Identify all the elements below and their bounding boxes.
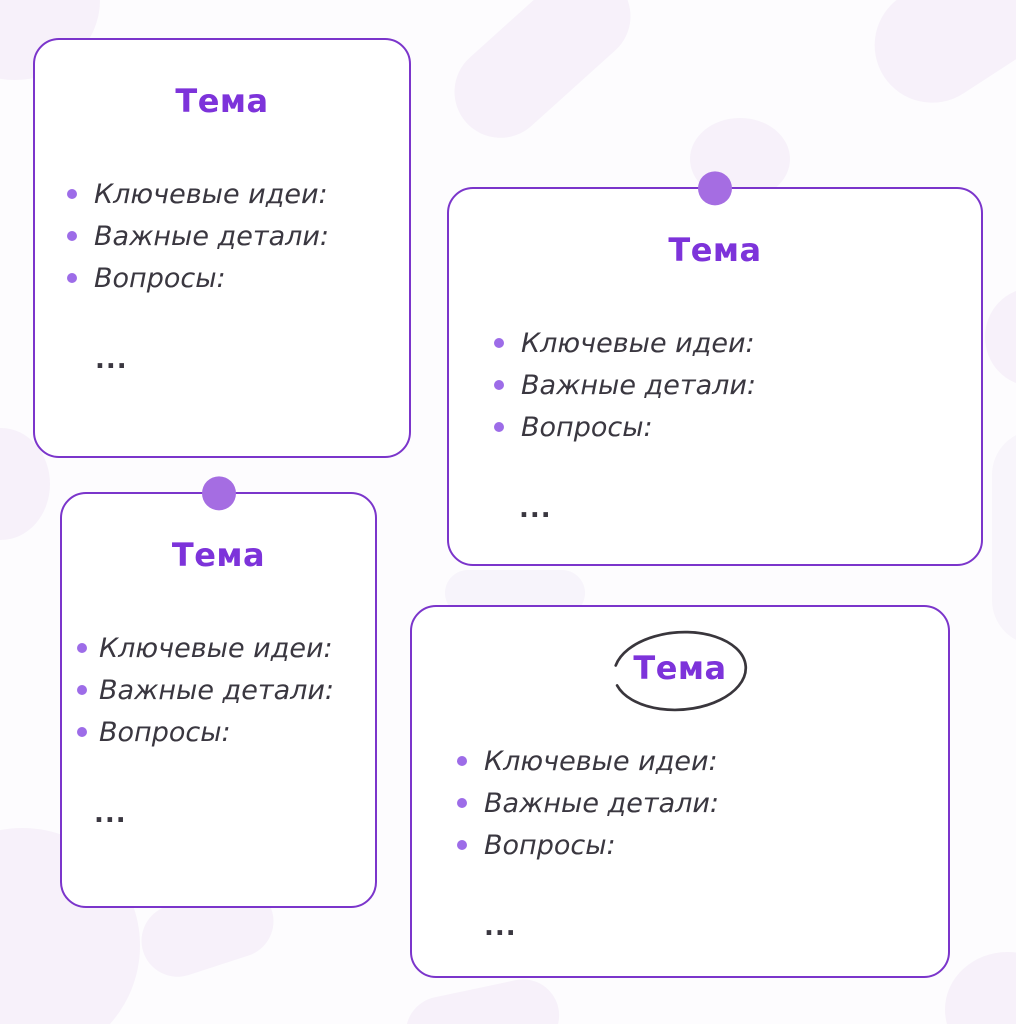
list-item: Ключевые идеи: [457,740,948,782]
background-blob [435,0,650,157]
list-item-label: Важные детали: [94,220,330,252]
list-item: Вопросы: [67,257,409,299]
notes-list: Ключевые идеи: Важные детали: Вопросы: [35,173,409,299]
card-title: Тема [668,231,762,269]
list-item-label: Вопросы: [484,829,616,861]
bullet-icon [457,840,467,850]
list-item-label: Ключевые идеи: [99,632,333,664]
list-item-label: Ключевые идеи: [94,178,328,210]
background-blob [985,288,1016,386]
list-item: Ключевые идеи: [67,173,409,215]
list-item-label: Ключевые идеи: [484,745,718,777]
background-blob [992,430,1016,645]
background-blob [399,972,566,1024]
list-item: Вопросы: [77,711,375,753]
bullet-icon [494,380,504,390]
list-item: Важные детали: [77,669,375,711]
bullet-icon [457,798,467,808]
bullet-icon [67,231,77,241]
bullet-icon [494,422,504,432]
list-item: Вопросы: [457,824,948,866]
pin-dot-icon [201,476,236,511]
list-item-label: Важные детали: [484,787,720,819]
list-item-label: Ключевые идеи: [521,327,755,359]
list-item-label: Вопросы: [94,262,226,294]
list-item: Вопросы: [494,406,981,448]
list-item-label: Вопросы: [521,411,653,443]
ellipsis-text: ... [95,345,128,375]
list-item: Важные детали: [67,215,409,257]
card-title: Тема [175,82,269,120]
notes-list: Ключевые идеи: Важные детали: Вопросы: [412,740,948,866]
list-item: Ключевые идеи: [494,322,981,364]
bullet-icon [457,756,467,766]
topic-card-2: Тема Ключевые идеи: Важные детали: Вопро… [447,171,983,566]
circled-title: Тема [614,630,748,711]
bullet-icon [77,685,87,695]
card-title: Тема [633,649,727,687]
list-item: Ключевые идеи: [77,627,375,669]
list-item-label: Важные детали: [99,674,335,706]
topic-card-4: Тема Ключевые идеи: Важные детали: Вопро… [410,605,950,978]
bullet-icon [67,273,77,283]
list-item-label: Вопросы: [99,716,231,748]
ellipsis-text: ... [484,912,517,942]
bullet-icon [494,338,504,348]
card-title: Тема [171,536,266,574]
ellipsis-text: ... [94,799,127,829]
notes-list: Ключевые идеи: Важные детали: Вопросы: [449,322,981,448]
topic-card-3: Тема Ключевые идеи: Важные детали: Вопро… [60,476,377,908]
ellipsis-text: ... [519,494,552,524]
list-item-label: Важные детали: [521,369,757,401]
bullet-icon [67,189,77,199]
pin-dot-icon [698,171,732,206]
notes-list: Ключевые идеи: Важные детали: Вопросы: [62,627,375,753]
bullet-icon [77,643,87,653]
list-item: Важные детали: [457,782,948,824]
topic-card-1: Тема Ключевые идеи: Важные детали: Вопро… [33,38,411,458]
list-item: Важные детали: [494,364,981,406]
background-blob [852,0,1016,125]
bullet-icon [77,727,87,737]
background-blob [945,952,1016,1024]
